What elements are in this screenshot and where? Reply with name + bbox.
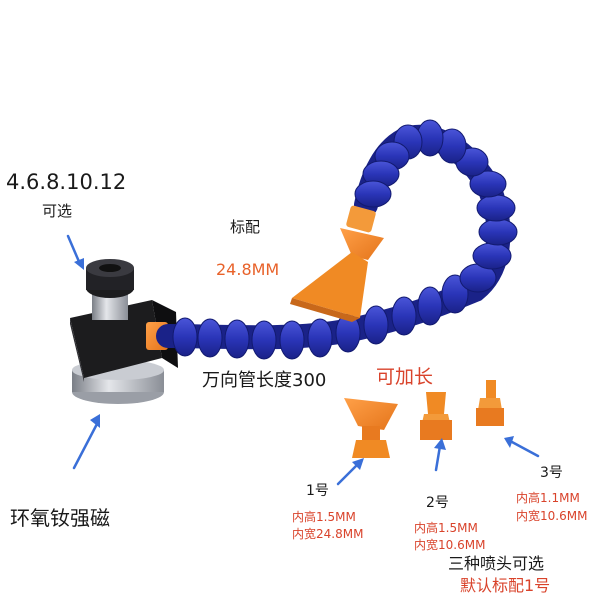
push-fitting [86,259,134,320]
standard-nozzle [290,205,384,322]
flexible-hose [156,119,518,360]
nozzle-options-label: 三种喷头可选 [448,554,545,573]
nozzle-1-title: 1号 [306,483,329,499]
nozzle-3-title: 3号 [540,465,563,481]
arrows [66,234,540,486]
nozzle-3-spec-width: 内宽10.6MM [516,509,588,523]
nozzle-1-spec-height: 内高1.5MM [292,510,356,524]
sizes-label: 4.6.8.10.12 [6,170,127,194]
nozzle-3-spec-height: 内高1.1MM [516,491,580,505]
nozzle-1 [344,398,398,458]
sizes-optional-label: 可选 [42,202,73,220]
nozzle-2 [420,392,452,440]
nozzle-2-title: 2号 [426,495,449,511]
magnet-label: 环氧钕强磁 [10,506,110,530]
extendable-label: 可加长 [376,366,434,388]
nozzle-3 [476,380,504,426]
standard-size-label: 24.8MM [216,260,280,279]
nozzle-2-spec-height: 内高1.5MM [414,521,478,535]
nozzle-2-spec-width: 内宽10.6MM [414,538,486,552]
nozzle-1-spec-width: 内宽24.8MM [292,527,364,541]
default-nozzle-label: 默认标配1号 [460,576,551,595]
standard-label: 标配 [230,218,261,236]
pipe-length-label: 万向管长度300 [202,370,327,391]
